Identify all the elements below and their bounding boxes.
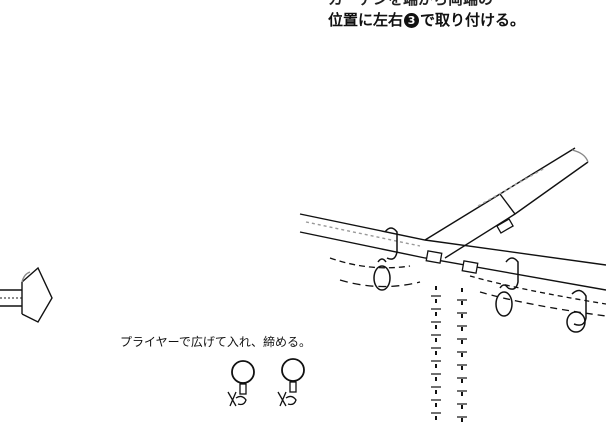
curtain-hook-icon — [373, 227, 398, 291]
curtain-hook-icon — [566, 289, 587, 333]
circled-number-badge: 3 — [404, 13, 420, 28]
plug-icon — [0, 266, 53, 323]
pull-chain — [435, 286, 463, 428]
curtain-rail-main — [299, 147, 606, 291]
rail-runner — [425, 218, 514, 274]
pliers-instruction: プライヤーで広げて入れ、締める。 — [120, 335, 312, 349]
ring-pliers-icon — [227, 360, 255, 407]
ring-pliers-icon — [277, 358, 305, 407]
caption-text-before: 位置に左右 — [328, 11, 404, 29]
caption-text-after: で取り付ける。 — [420, 11, 526, 29]
pull-chain-beads — [431, 295, 467, 418]
curtain-hook-icon — [495, 257, 519, 317]
curtain-fabric-top — [329, 257, 606, 317]
caption-partial-line: カーテンを端から両端の — [328, 0, 493, 9]
